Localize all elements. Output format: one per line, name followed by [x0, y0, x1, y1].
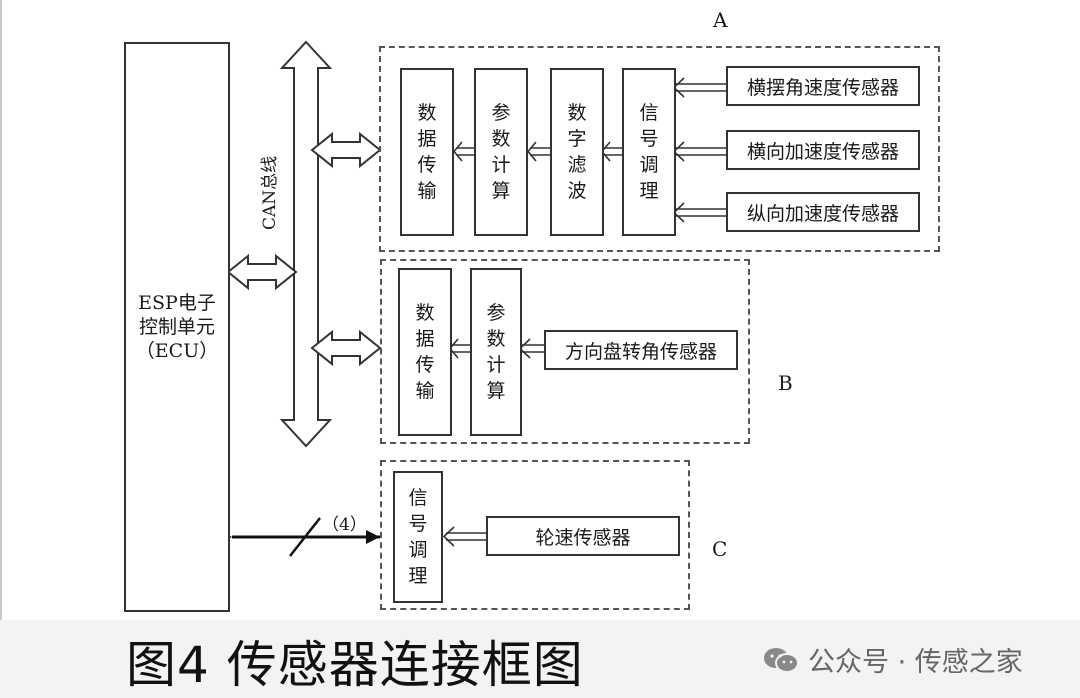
ecu-block: ESP电子 控制单元 （ECU）: [124, 42, 230, 612]
group-b-container: [380, 259, 750, 444]
group-a-block-data-transfer: 数据传输: [400, 68, 454, 236]
wire-bundle-slash: [289, 517, 321, 557]
group-a-block-signal-cond: 信号调理: [622, 68, 676, 236]
group-a-container: [379, 46, 940, 252]
group-c-block-signal-cond: 信号调理: [393, 471, 443, 603]
wire-count-label: （4）: [322, 515, 367, 535]
group-a-block-param-calc: 参数计算: [474, 68, 528, 236]
can-bus-label: CAN总线: [260, 155, 280, 230]
watermark: 公众号 · 传感之家: [762, 640, 1023, 679]
can-bus-arrow: [279, 40, 333, 448]
sensor-wheel-speed: 轮速传感器: [486, 516, 680, 556]
ecu-label-line-1: ESP电子: [138, 292, 216, 314]
group-b-block-param-calc: 参数计算: [470, 268, 522, 436]
group-b-label: B: [778, 371, 793, 395]
sensor-steering-angle: 方向盘转角传感器: [544, 330, 738, 370]
sensor-yaw-rate: 横摆角速度传感器: [726, 66, 920, 106]
sensor-longitudinal-accel: 纵向加速度传感器: [726, 192, 920, 232]
watermark-text: 公众号 · 传感之家: [808, 647, 1023, 678]
ecu-label-line-2: 控制单元: [138, 316, 215, 338]
group-b-block-data-transfer: 数据传输: [398, 268, 452, 436]
ecu-label-line-3: （ECU）: [135, 340, 219, 362]
group-a-label: A: [713, 8, 728, 32]
wechat-icon: [764, 647, 799, 673]
group-a-block-digital-filter: 数字滤波: [550, 68, 604, 236]
bus-group-b-arrow: [310, 329, 382, 367]
group-c-internal-arrows: [442, 526, 486, 547]
bus-group-a-arrow: [310, 131, 382, 169]
connection-lines: [218, 40, 726, 557]
sensor-lateral-accel: 横向加速度传感器: [726, 130, 920, 170]
group-c-container: [380, 460, 690, 610]
figure-caption: 图4 传感器连接框图: [126, 636, 584, 694]
group-c-label: C: [712, 537, 728, 561]
ecu-bus-arrow: [226, 253, 298, 291]
